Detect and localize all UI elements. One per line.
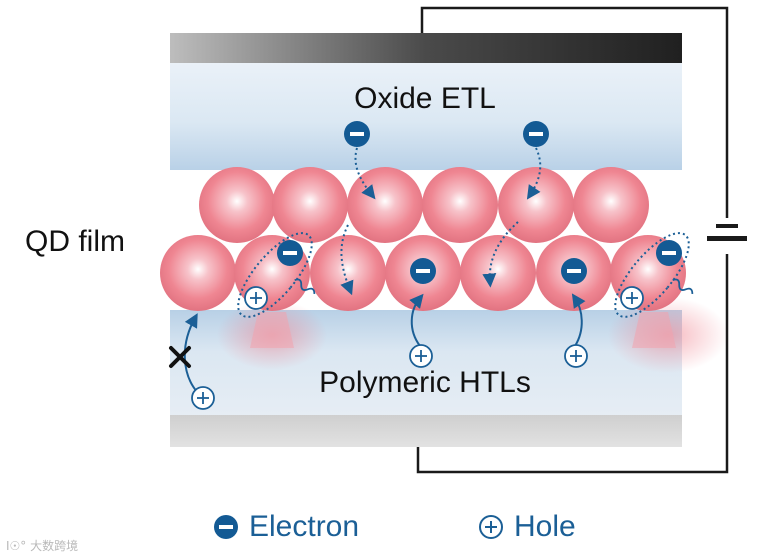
quantum-dot bbox=[310, 235, 386, 311]
legend-electron-label: Electron bbox=[249, 510, 360, 543]
watermark: Ι☉° 大数跨境 bbox=[6, 539, 79, 553]
quantum-dot bbox=[422, 167, 498, 243]
legend: Electron Hole bbox=[0, 500, 763, 560]
quantum-dot bbox=[272, 167, 348, 243]
emission-cone bbox=[632, 312, 676, 348]
battery-icon bbox=[707, 218, 747, 254]
hole-path bbox=[409, 293, 424, 347]
quantum-dot bbox=[199, 167, 275, 243]
polymeric-htl-label: Polymeric HTLs bbox=[319, 366, 531, 399]
photon-icon bbox=[672, 278, 694, 294]
qd-row-top bbox=[199, 167, 649, 243]
electron-icon bbox=[410, 258, 436, 284]
electron-icon bbox=[561, 258, 587, 284]
photon-icon bbox=[294, 278, 316, 294]
exciton-ellipse bbox=[237, 232, 313, 318]
electron-path bbox=[354, 147, 376, 200]
hole-icon bbox=[409, 344, 433, 368]
electron-icon bbox=[277, 240, 303, 266]
legend-electron: Electron bbox=[213, 510, 359, 544]
quantum-dot bbox=[347, 167, 423, 243]
electron-path bbox=[526, 147, 542, 200]
quantum-dot bbox=[460, 235, 536, 311]
oxide-etl-layer bbox=[170, 63, 682, 170]
hole-icon bbox=[620, 286, 644, 310]
quantum-dot bbox=[160, 235, 236, 311]
device-diagram: Oxide ETL Polymeric HTLs QD film bbox=[25, 6, 747, 474]
quantum-dot bbox=[573, 167, 649, 243]
hole-icon bbox=[191, 386, 215, 410]
emission-cone bbox=[250, 312, 294, 348]
oxide-etl-label: Oxide ETL bbox=[354, 82, 496, 115]
electron-icon bbox=[523, 121, 549, 147]
hole-path bbox=[571, 293, 586, 347]
hole-icon bbox=[564, 344, 588, 368]
electron-icon bbox=[344, 121, 370, 147]
cross-mark-icon bbox=[169, 346, 191, 368]
legend-hole-label: Hole bbox=[514, 510, 576, 543]
blocked-hole-path bbox=[183, 313, 199, 394]
quantum-dot bbox=[498, 167, 574, 243]
minus-circle-icon bbox=[213, 514, 239, 540]
electron-icon bbox=[656, 240, 682, 266]
electron-path bbox=[340, 224, 354, 296]
legend-hole: Hole bbox=[478, 510, 576, 544]
plus-circle-icon bbox=[478, 514, 504, 540]
hole-icon bbox=[244, 286, 268, 310]
electron-path bbox=[482, 221, 519, 288]
bottom-electrode bbox=[170, 415, 682, 447]
top-electrode bbox=[170, 33, 682, 63]
qd-film-label: QD film bbox=[25, 225, 125, 258]
exciton-ellipse bbox=[614, 232, 690, 318]
